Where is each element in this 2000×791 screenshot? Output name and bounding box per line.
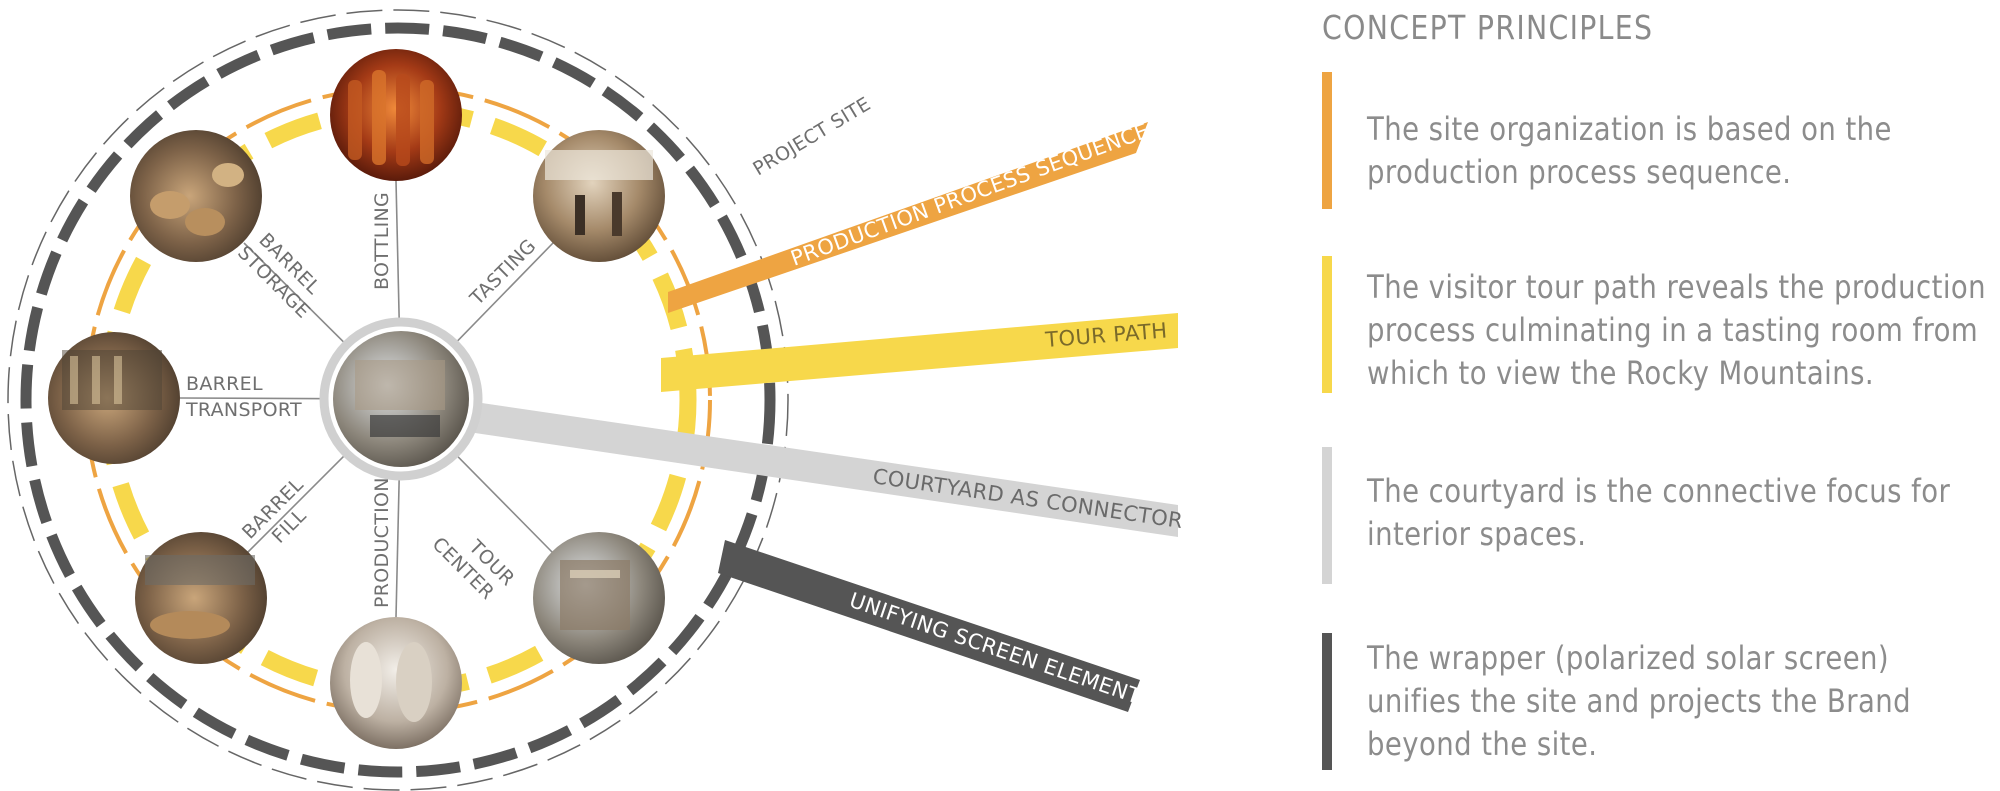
band-production-process: PRODUCTION PROCESS SEQUENCE [668,118,1152,313]
principles-title: CONCEPT PRINCIPLES [1322,8,1654,47]
photo-barrel-transport [48,332,180,464]
label-tasting: TASTING [465,235,540,310]
principle-bar-orange [1322,72,1332,209]
photo-courtyard [319,317,483,481]
photo-barrel-fill [135,532,267,664]
principle-bar-light-gray [1322,447,1332,584]
band-label-courtyard: COURTYARD AS CONNECTOR [871,464,1184,533]
band-courtyard: COURTYARD AS CONNECTOR [475,402,1185,537]
photo-stills [330,617,462,749]
screen-ring [20,22,776,778]
label-tour-center: TOUR CENTER [428,516,524,612]
principle-text: The wrapper (polarized solar screen) uni… [1367,639,1912,763]
principle-text: The courtyard is the connective focus fo… [1367,472,1951,553]
band-tour-path: TOUR PATH [661,313,1178,392]
principle-production-sequence: The site organization is based on the pr… [1322,72,1992,212]
label-project-site: PROJECT SITE [749,93,874,180]
photo-tasting-room [533,130,665,262]
label-barrel-storage: BARREL STORAGE [233,225,331,323]
photo-barrel-storage [130,130,262,262]
principle-unifying-screen: The wrapper (polarized solar screen) uni… [1322,633,1992,773]
label-production: PRODUCTION [371,477,393,608]
tour-path-ring [99,101,697,699]
principle-text: The visitor tour path reveals the produc… [1367,268,1987,392]
label-bottling: BOTTLING [371,192,393,290]
photo-tour-center [533,532,665,664]
project-site-outer-ring [7,9,789,791]
photo-bottling [330,49,462,181]
principle-bar-yellow [1322,256,1332,393]
band-screen: UNIFYING SCREEN ELEMENT [718,540,1144,712]
principle-courtyard: The courtyard is the connective focus fo… [1322,447,1992,587]
concept-principles-panel: CONCEPT PRINCIPLES The site organization… [1322,8,1992,770]
production-ring [84,86,712,714]
label-barrel-transport: BARREL TRANSPORT [185,373,302,421]
principle-bar-dark-gray [1322,633,1332,770]
band-label-production-process: PRODUCTION PROCESS SEQUENCE [788,118,1153,270]
band-label-screen: UNIFYING SCREEN ELEMENT [846,588,1143,709]
label-barrel-fill: BARREL FILL [238,469,329,560]
principle-tour-path: The visitor tour path reveals the produc… [1322,256,1992,396]
principle-text: The site organization is based on the pr… [1367,110,1892,191]
